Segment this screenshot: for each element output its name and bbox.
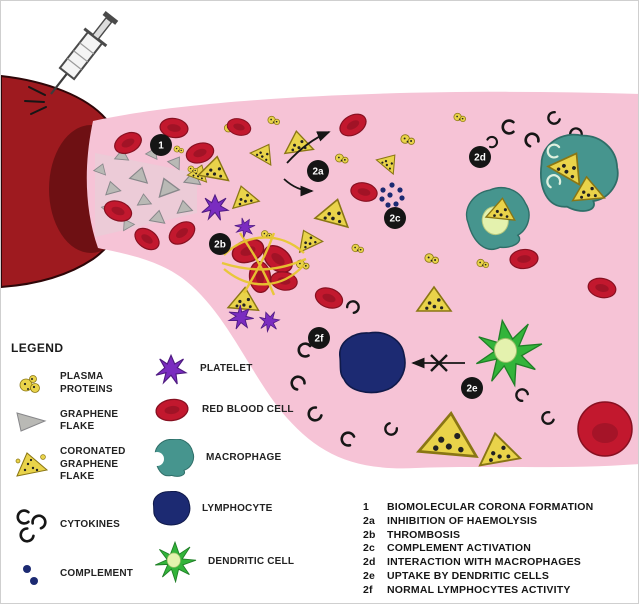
step-item: 1 BIOMOLECULAR CORONA FORMATION (363, 501, 593, 515)
legend-label: MACROPHAGE (206, 451, 282, 463)
marker-2a: 2a (307, 160, 329, 182)
complement-dot (399, 195, 405, 201)
syringe (50, 11, 119, 95)
complement-dot (379, 196, 385, 202)
step-number: 2c (363, 542, 376, 555)
step-text: BIOMOLECULAR CORONA FORMATION (387, 501, 594, 513)
svg-text:2f: 2f (315, 334, 325, 345)
macrophage-lower (461, 181, 536, 255)
dendritic-cell (476, 318, 543, 388)
lymphocyte (339, 331, 406, 394)
haemolysis-arrow-lower (283, 178, 314, 197)
marker-2d: 2d (469, 146, 491, 168)
step-item: 2e UPTAKE BY DENDRITIC CELLS (363, 570, 593, 584)
cytokines-icon (11, 508, 51, 544)
step-item: 2b THROMBOSIS (363, 529, 593, 543)
macrophage-icon (151, 439, 197, 477)
step-item: 2c COMPLEMENT ACTIVATION (363, 542, 593, 556)
legend-label: CORONATED GRAPHENE FLAKE (60, 446, 126, 482)
legend-item-graphene-flake: GRAPHENE FLAKE (11, 408, 153, 434)
legend-label: DENDRITIC CELL (208, 555, 295, 567)
complement-dot (385, 202, 391, 208)
legend-label: RED BLOOD CELL (202, 403, 294, 415)
cytokine (546, 143, 561, 159)
legend-label: CYTOKINES (60, 519, 120, 531)
legend-label: LYMPHOCYTE (202, 502, 273, 514)
legend-item-lymphocyte: LYMPHOCYTE (151, 491, 301, 527)
complement-dot (389, 182, 395, 188)
marker-2b: 2b (209, 233, 231, 255)
legend-item-complement: COMPLEMENT (11, 560, 153, 590)
legend: LEGEND PLASMA PROTEINS GRAPHENE FLAKE (11, 341, 153, 602)
complement-icon (11, 560, 51, 590)
step-number: 2a (363, 514, 376, 527)
legend-label: PLATELET (200, 362, 253, 374)
step-number: 1 (363, 501, 370, 513)
legend-label: COMPLEMENT (60, 568, 134, 580)
thrombus (221, 232, 307, 296)
step-item: 2a INHIBITION OF HAEMOLYSIS (363, 515, 593, 529)
step-text: NORMAL LYMPHOCYTES ACTIVITY (387, 583, 571, 596)
legend-item-dendritic-cell: DENDRITIC CELL (151, 541, 301, 583)
svg-text:1: 1 (158, 141, 164, 152)
legend-item-coronated-graphene-flake: CORONATED GRAPHENE FLAKE (11, 446, 153, 484)
step-item: 2d INTERACTION WITH MACROPHAGES (363, 556, 593, 570)
lymphocyte-icon (151, 491, 193, 527)
marker-2f: 2f (308, 327, 330, 349)
marker-1: 1 (150, 134, 172, 156)
legend-column-2: PLATELET RED BLOOD CELL MACROPHA (151, 353, 301, 595)
haemolysis-arrow-upper (286, 131, 331, 164)
complement-dot (387, 192, 393, 198)
legend-item-cytokines: CYTOKINES (11, 508, 153, 544)
step-number: 2e (363, 569, 376, 582)
fibrin-mesh (221, 232, 307, 296)
svg-text:2a: 2a (312, 167, 324, 178)
dendritic-cell-icon (151, 541, 199, 583)
step-text: THROMBOSIS (387, 528, 461, 541)
legend-item-plasma-proteins: PLASMA PROTEINS (11, 371, 153, 396)
platelet-icon (151, 353, 191, 385)
red-blood-cells (100, 109, 633, 457)
red-blood-cell-large (577, 401, 633, 457)
step-text: COMPLEMENT ACTIVATION (387, 542, 531, 555)
plasma-region (86, 91, 638, 469)
legend-item-platelet: PLATELET (151, 353, 301, 385)
legend-title: LEGEND (11, 341, 64, 355)
blocked-x-mark (430, 354, 448, 372)
svg-text:2c: 2c (389, 214, 401, 225)
macrophage-upper (533, 127, 625, 218)
step-number: 2f (363, 583, 373, 596)
process-steps: 1 BIOMOLECULAR CORONA FORMATION 2a INHIB… (363, 501, 593, 598)
complement-dot (397, 187, 403, 193)
svg-text:2b: 2b (214, 240, 226, 251)
legend-item-macrophage: MACROPHAGE (151, 439, 301, 477)
svg-text:2e: 2e (466, 384, 478, 395)
arrows (283, 131, 465, 372)
step-number: 2b (363, 528, 376, 541)
svg-text:2d: 2d (474, 153, 486, 164)
marker-2e: 2e (461, 377, 483, 399)
complement-dot (393, 201, 399, 207)
complement-dot (380, 187, 386, 193)
coronated-graphene-flake-icon (11, 449, 51, 481)
step-number: 2d (363, 556, 376, 569)
marker-2c: 2c (384, 207, 406, 229)
step-item: 2f NORMAL LYMPHOCYTES ACTIVITY (363, 584, 593, 598)
legend-label: GRAPHENE FLAKE (60, 408, 119, 433)
cytokine (546, 174, 562, 189)
legend-label: PLASMA PROTEINS (60, 371, 113, 395)
injection-site-marks (24, 86, 47, 115)
step-text: INHIBITION OF HAEMOLYSIS (387, 514, 538, 527)
red-blood-cell-icon (151, 395, 193, 425)
legend-item-red-blood-cell: RED BLOOD CELL (151, 395, 301, 425)
step-text: INTERACTION WITH MACROPHAGES (387, 556, 582, 569)
plasma-proteins-icon (11, 372, 51, 396)
step-text: UPTAKE BY DENDRITIC CELLS (387, 569, 550, 582)
graphene-flake-icon (11, 408, 51, 434)
